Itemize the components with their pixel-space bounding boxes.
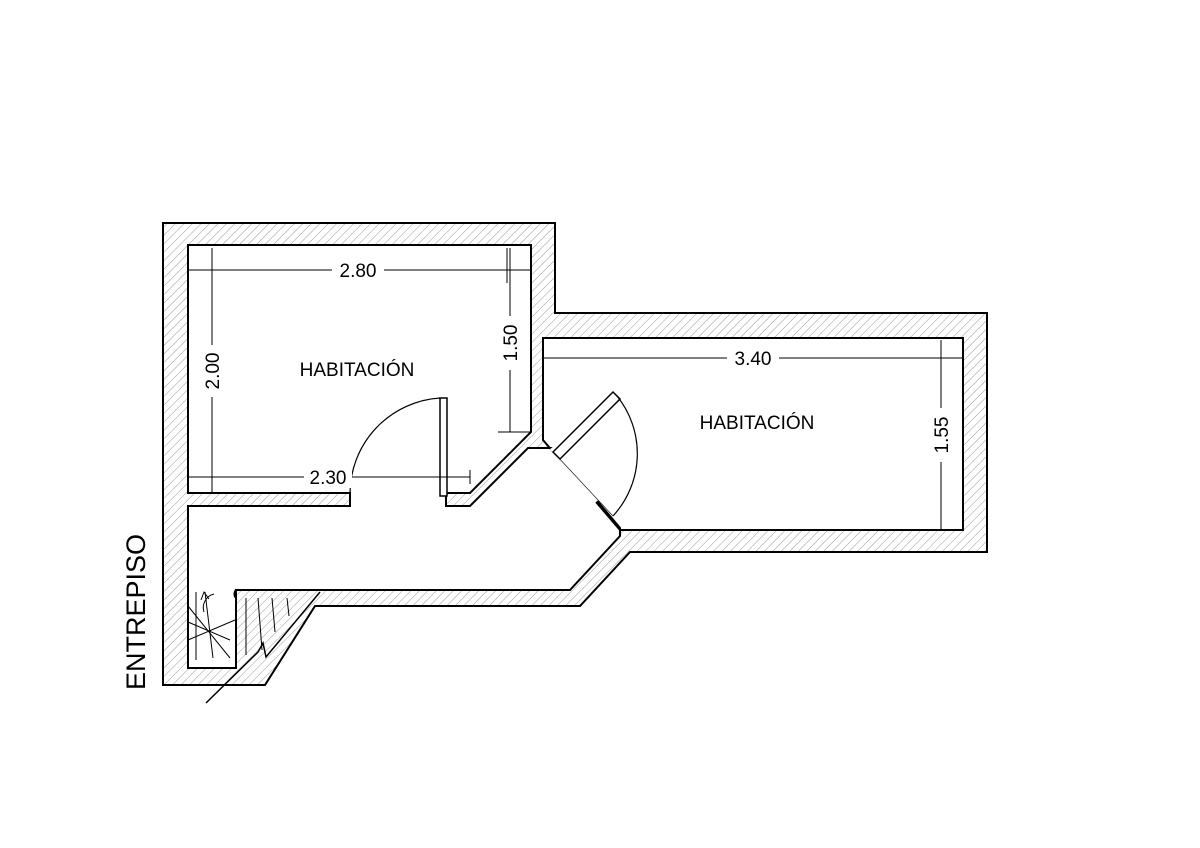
- door-leaf: [551, 390, 622, 461]
- plan-title: ENTREPISO: [121, 534, 151, 690]
- room-label-1: HABITACIÓN: [300, 359, 415, 381]
- door-opening-room2: [549, 444, 601, 503]
- dim-room1-width: 2.80: [340, 261, 377, 282]
- walls: [162, 222, 988, 686]
- dim-room1-partial: 1.50: [501, 325, 522, 362]
- door-leaf: [439, 397, 448, 497]
- dim-room2-height: 1.55: [932, 417, 953, 454]
- door-opening-room1: [350, 492, 446, 507]
- dim-gap: [304, 466, 352, 488]
- door-swing-arc: [349, 397, 441, 495]
- dim-hall-width: 2.30: [310, 468, 347, 489]
- stair: [187, 589, 306, 660]
- door-swing-arc: [612, 395, 638, 517]
- dim-gap: [332, 259, 384, 281]
- dim-room1-height: 2.00: [203, 353, 224, 390]
- dim-gap: [727, 347, 779, 369]
- dim-room2-width: 3.40: [735, 349, 772, 370]
- dim-gap: [930, 408, 952, 462]
- room-label-2: HABITACIÓN: [700, 412, 815, 434]
- break-line: [205, 591, 321, 704]
- dim-gap: [201, 345, 223, 397]
- door-reference-line: [555, 454, 614, 517]
- dim-gap: [499, 316, 521, 370]
